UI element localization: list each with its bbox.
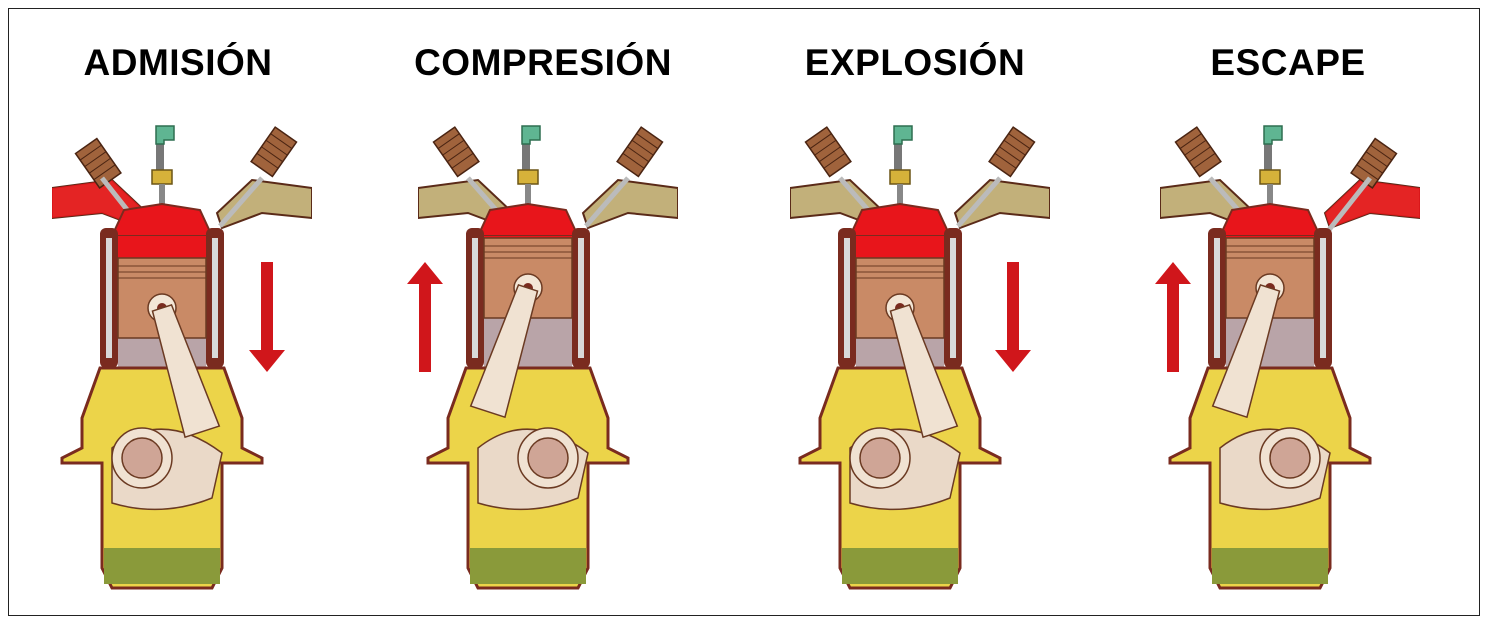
stage-title: EXPLOSIÓN <box>804 42 1026 83</box>
arrow-up-icon <box>1153 262 1193 372</box>
stage-title: COMPRESIÓN <box>414 42 672 83</box>
engine-illustration <box>789 118 1051 598</box>
stage-title: ADMISIÓN <box>83 42 273 83</box>
arrow-down-icon <box>247 262 287 372</box>
engine-illustration <box>1159 118 1421 598</box>
arrow-up-icon <box>405 262 445 372</box>
engine-illustration <box>417 118 679 598</box>
arrow-down-icon <box>993 262 1033 372</box>
stage-title: ESCAPE <box>1210 42 1366 83</box>
engine-illustration <box>51 118 313 598</box>
